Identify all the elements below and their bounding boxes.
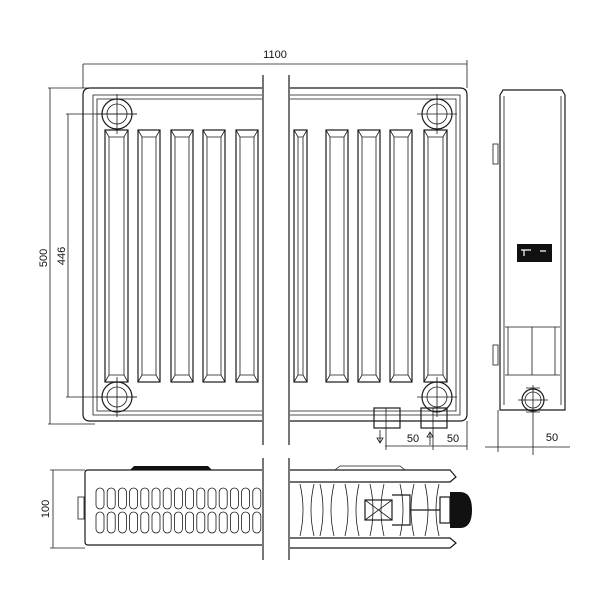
supply-connector	[420, 407, 448, 429]
slot	[106, 511, 116, 534]
flow-out-arrow-icon	[376, 430, 384, 444]
dim-label-1100: 1100	[263, 49, 287, 61]
fin	[369, 483, 385, 537]
slot	[118, 511, 127, 534]
slot	[241, 511, 251, 534]
panel-column	[357, 129, 381, 383]
panel-column	[325, 129, 349, 383]
brand-logo	[517, 244, 552, 262]
fin	[344, 483, 360, 537]
slot	[207, 487, 217, 510]
slot	[140, 487, 150, 510]
bottom-view	[77, 458, 472, 560]
slot	[196, 511, 206, 534]
dim-label-100: 100	[40, 500, 52, 518]
fin	[299, 483, 315, 537]
slot	[118, 487, 127, 510]
slot	[106, 487, 116, 510]
slot	[173, 511, 183, 534]
slot	[140, 511, 150, 534]
panel-column	[170, 129, 194, 383]
slot	[229, 511, 239, 534]
slot	[95, 511, 105, 534]
connection-ports	[97, 94, 457, 417]
slot	[129, 511, 139, 534]
dimension-50-side: 50	[485, 410, 570, 452]
dim-label-50-side: 50	[546, 432, 558, 444]
slot	[252, 511, 262, 534]
panel-column	[235, 129, 259, 383]
wall-bracket-top	[492, 143, 499, 165]
dimension-446: 446	[56, 113, 137, 398]
slot	[229, 487, 239, 510]
dimension-50-front: 50 50	[385, 421, 468, 450]
side-view	[492, 89, 566, 455]
port-circle	[417, 377, 457, 417]
slot	[196, 487, 206, 510]
convector-slots	[95, 487, 262, 534]
wall-bracket-bottom	[492, 344, 499, 366]
panel-column	[104, 129, 129, 383]
slot	[95, 487, 105, 510]
thermostat-head	[450, 492, 472, 528]
panel-column	[202, 129, 226, 383]
slot	[252, 487, 262, 510]
bracket-clip	[77, 496, 85, 520]
panel-column	[389, 129, 413, 383]
slot	[207, 511, 217, 534]
panel-columns	[104, 129, 448, 383]
valve-insert	[364, 499, 393, 521]
slot	[185, 511, 195, 534]
flow-in-arrow-icon	[426, 431, 434, 445]
dim-label-500: 500	[38, 249, 50, 267]
slot	[241, 487, 251, 510]
slot	[218, 487, 228, 510]
slot	[173, 487, 183, 510]
dimension-1100: 1100	[82, 49, 468, 88]
panel-column	[293, 129, 308, 383]
slot	[162, 511, 172, 534]
dimension-100: 100	[40, 469, 85, 549]
dim-label-446: 446	[56, 247, 68, 265]
dim-label-50-right: 50	[447, 433, 459, 445]
slot	[218, 511, 228, 534]
slot	[185, 487, 195, 510]
slot	[129, 487, 139, 510]
front-view	[82, 75, 468, 445]
slot	[151, 487, 161, 510]
panel-column	[423, 129, 448, 383]
panel-column	[137, 129, 161, 383]
slot	[162, 487, 172, 510]
return-connector	[373, 407, 401, 429]
dim-label-50-left: 50	[407, 433, 419, 445]
dimension-500: 500	[38, 87, 95, 425]
port-circle	[417, 94, 457, 134]
fin	[319, 483, 335, 537]
slot	[151, 511, 161, 534]
